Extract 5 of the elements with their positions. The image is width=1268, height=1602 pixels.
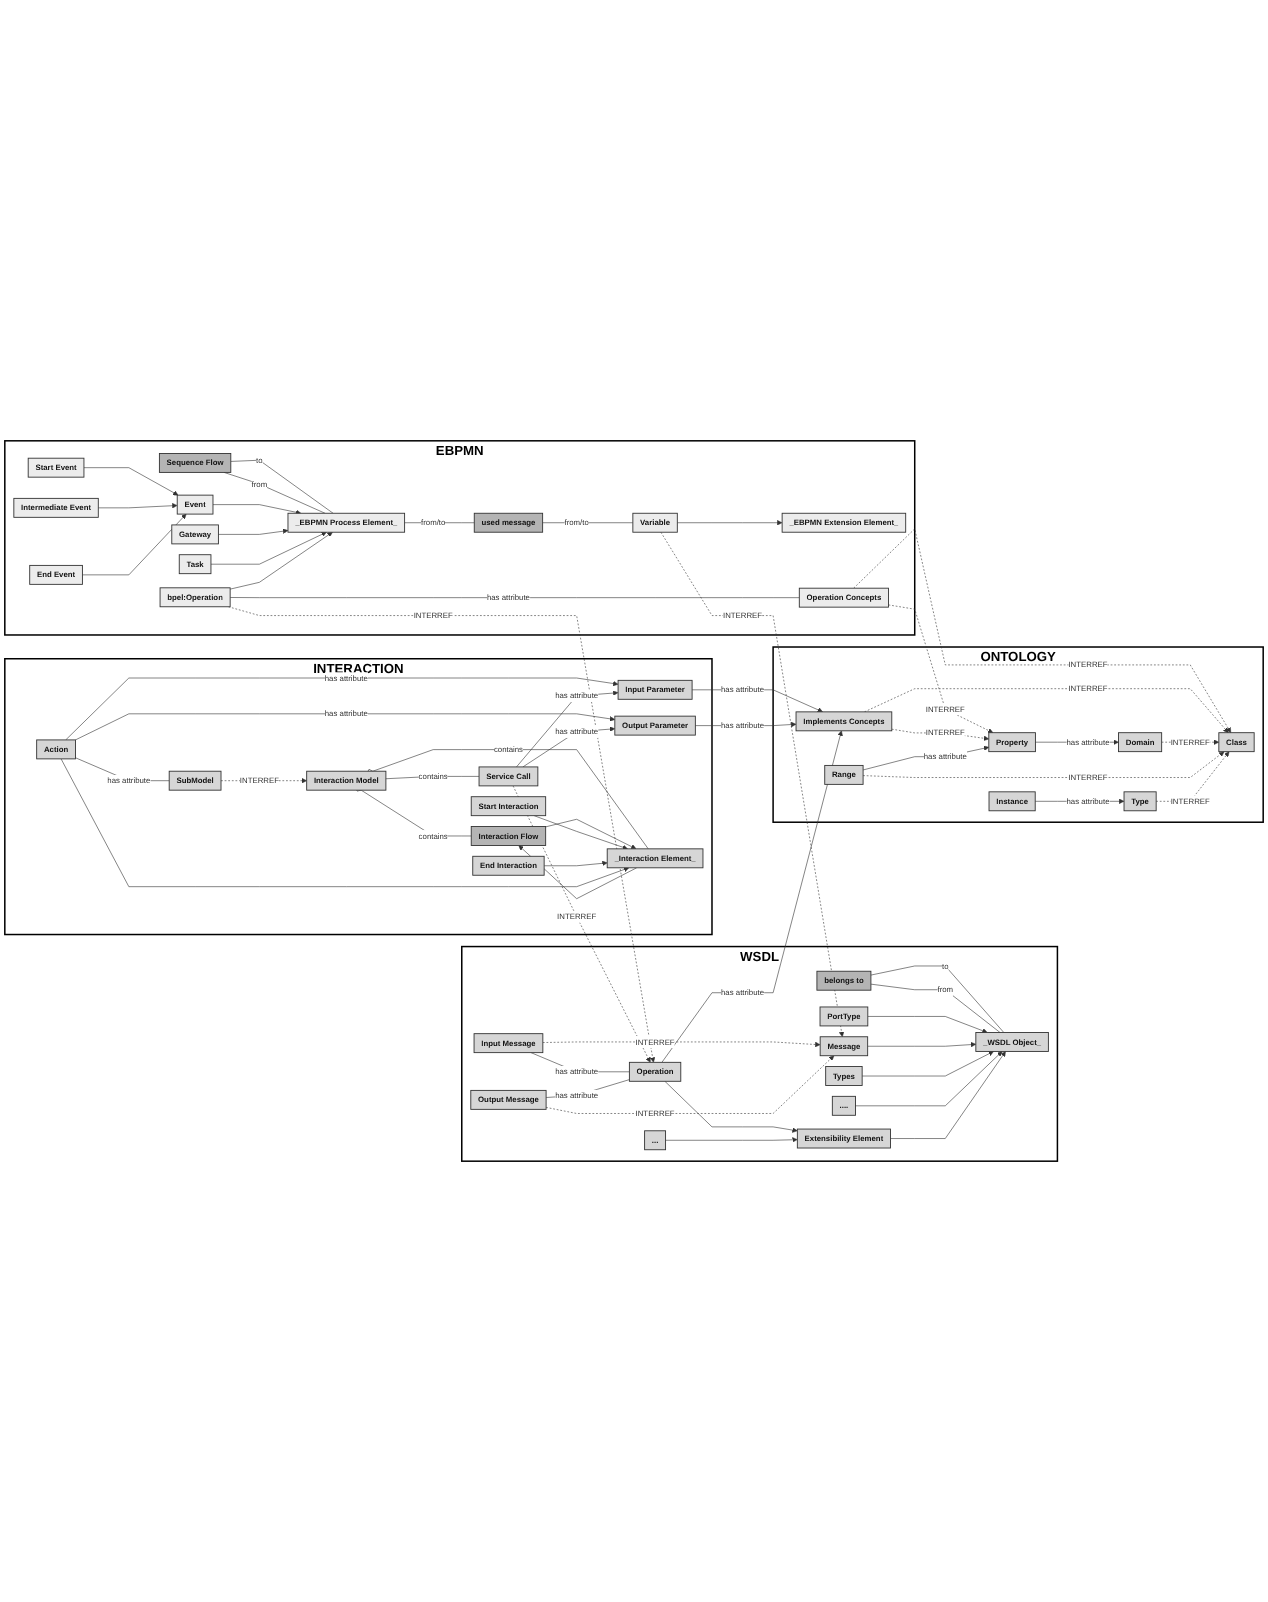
connector xyxy=(870,983,1001,1033)
connector xyxy=(230,459,334,514)
connector xyxy=(870,965,1005,1033)
connector xyxy=(229,597,800,598)
connector xyxy=(223,472,326,514)
